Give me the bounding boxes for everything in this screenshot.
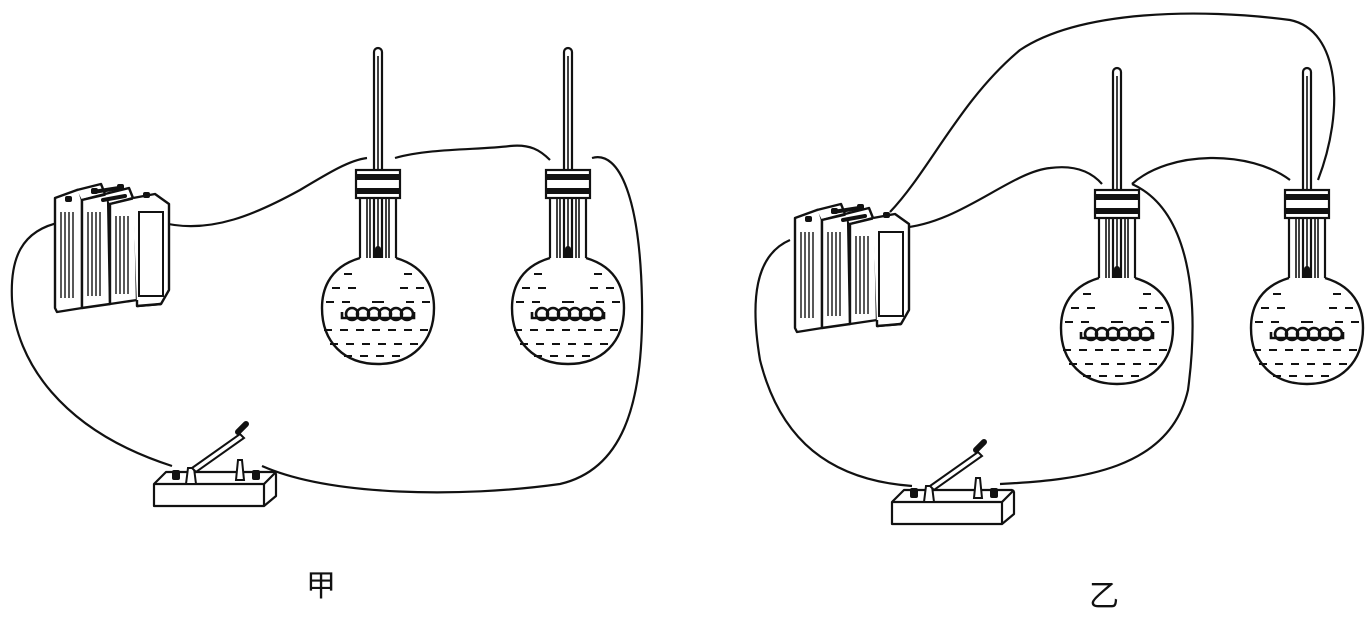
circuit-right: [754, 12, 1365, 524]
connecting-wire-right: [754, 12, 1336, 488]
battery-pack-left: [53, 182, 171, 314]
flask-right-1: [1059, 66, 1175, 386]
circuit-left: [10, 46, 644, 506]
label-yi: 乙: [1089, 579, 1119, 614]
flask-right-2: [1249, 66, 1365, 386]
knife-switch-right[interactable]: [892, 442, 1014, 524]
label-jia: 甲: [306, 569, 336, 604]
flask-left-2: [510, 46, 626, 366]
battery-pack-right: [793, 202, 911, 334]
connecting-wire-left: [10, 144, 644, 494]
flask-left-1: [320, 46, 436, 366]
